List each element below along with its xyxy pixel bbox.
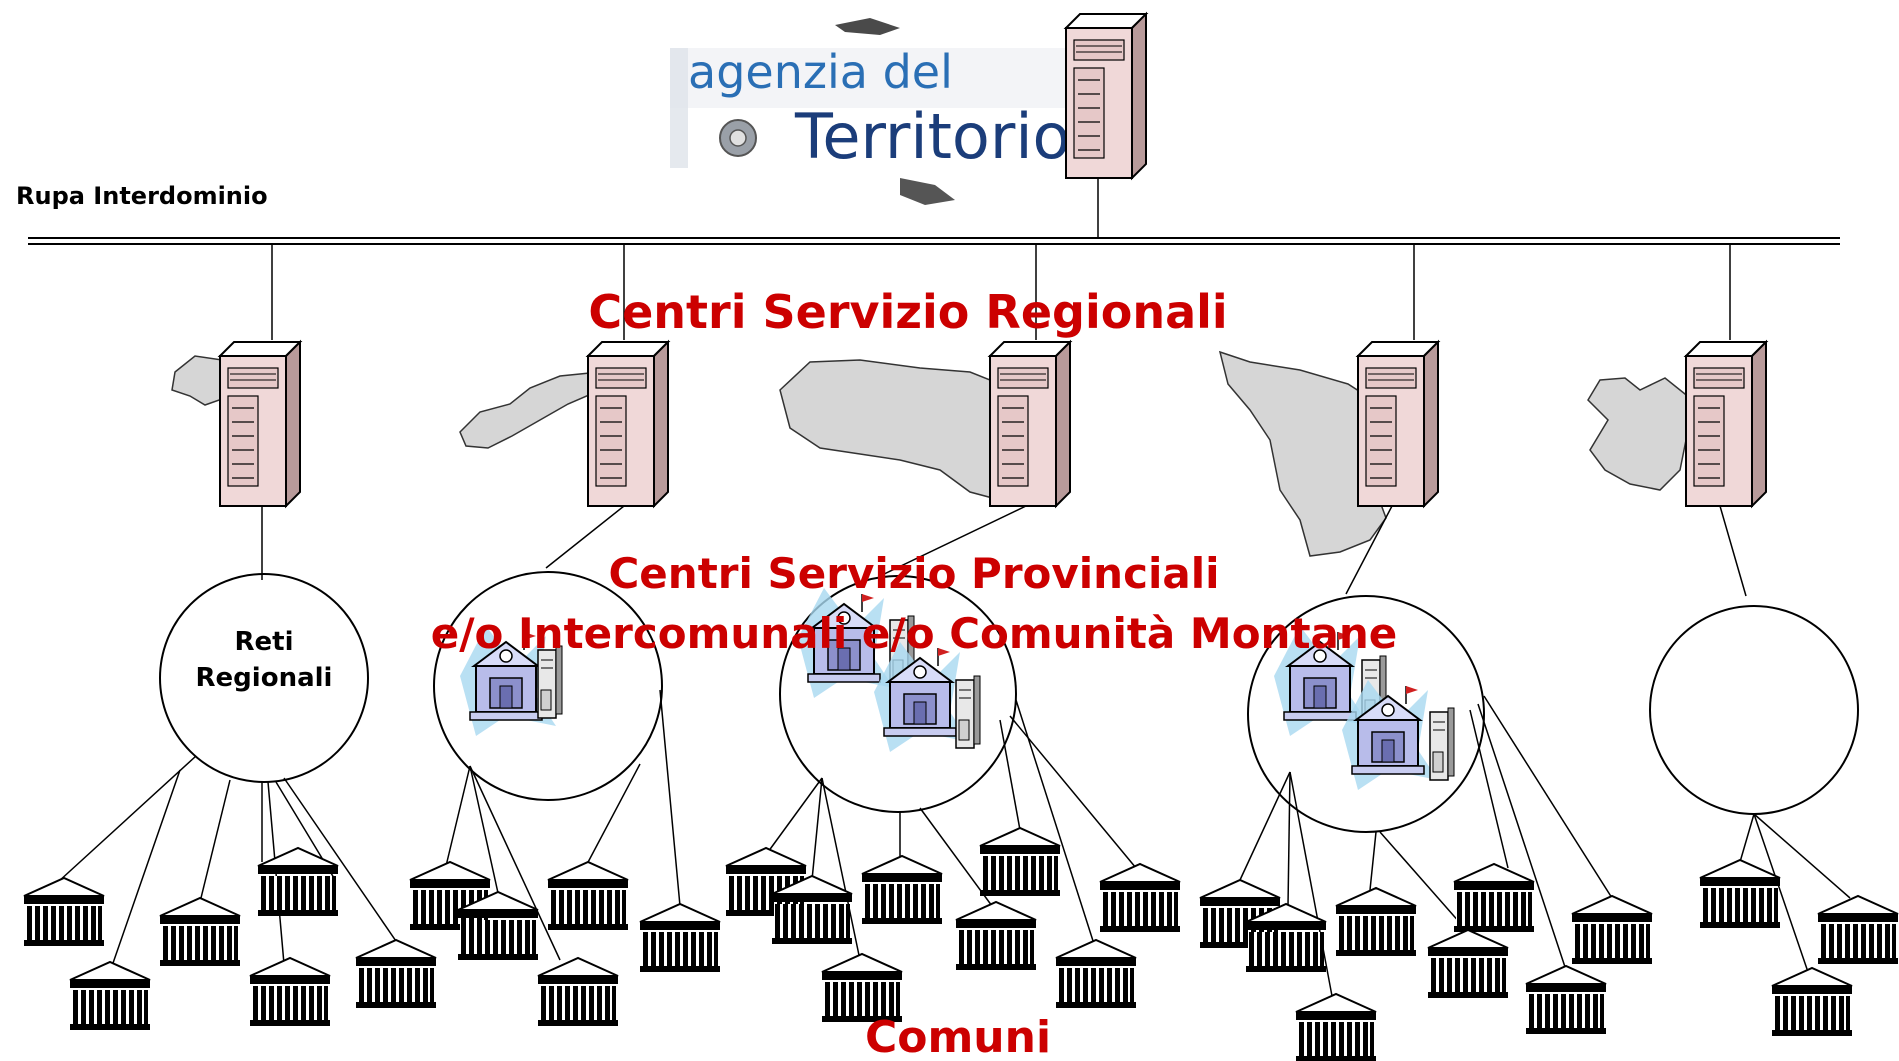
provincial-network-circle-5 (1649, 605, 1859, 815)
regional-network-circle (159, 573, 369, 783)
central-server-icon (1065, 13, 1147, 179)
italy-map-bottom (900, 178, 955, 205)
backbone-line (28, 237, 1840, 245)
italy-map-top (835, 18, 900, 35)
region-shape-3 (779, 359, 1002, 502)
region-shape-5 (1587, 377, 1691, 491)
municipalities-label: Comuni (865, 1012, 1051, 1061)
regional-networks-label-line2: Regionali (196, 663, 333, 693)
agenzia-logo: agenzia del Territorio (670, 18, 1071, 205)
logo-line1: agenzia del (688, 45, 953, 99)
region-shape-2 (459, 371, 601, 449)
regional-server-icon (219, 341, 1767, 507)
logo-line2: Territorio (794, 100, 1071, 173)
provincial-network-circle-2 (433, 571, 663, 801)
provincial-centers-title-line2: e/o Intercomunali e/o Comunità Montane (431, 609, 1398, 658)
backbone-label: Rupa Interdominio (16, 182, 268, 210)
region-shape-4 (1218, 350, 1387, 557)
provincial-network-circle-4 (1247, 595, 1485, 833)
provincial-centers-title-line1: Centri Servizio Provinciali (608, 549, 1219, 598)
provincial-network-circle-3 (779, 575, 1017, 813)
regional-networks-label-line1: Reti (235, 627, 294, 657)
regional-centers-title: Centri Servizio Regionali (588, 285, 1227, 339)
